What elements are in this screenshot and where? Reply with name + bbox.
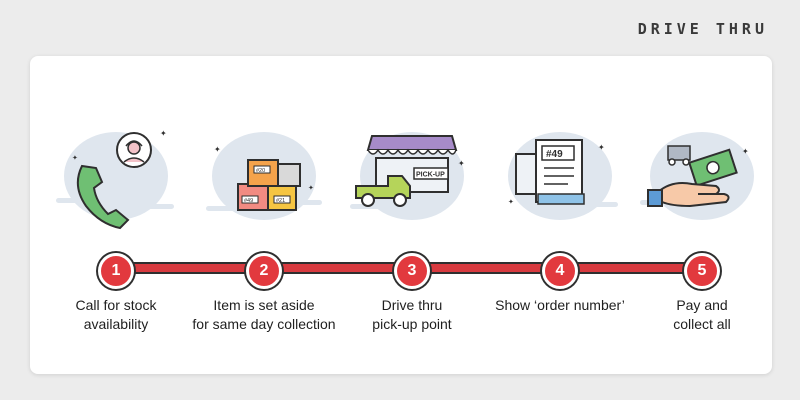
step-3-caption: Drive thru pick-up point [372,297,452,332]
step-3-number: 3 [394,253,430,289]
box-label-2: #49 [244,198,253,204]
svg-text:✦: ✦ [214,145,221,154]
step-2: #20 #49 #21 ✦ ✦ 2 Item is set aside for … [190,56,338,374]
box-label-3: #21 [276,198,285,204]
step-1-caption: Call for stock availability [75,297,157,332]
process-card: ✦ ✦ 1 Call for stock availability #20 [30,56,772,374]
pickup-sign-label: PICK-UP [416,172,445,179]
pickup-store-truck-icon: PICK-UP ✦ [338,106,486,276]
step-1: ✦ ✦ 1 Call for stock availability [42,56,190,374]
order-receipt-icon: #49 ✦ ✦ [486,106,634,276]
svg-text:✦: ✦ [458,159,465,168]
step-2-number: 2 [246,253,282,289]
step-5-number: 5 [684,253,720,289]
box-label-1: #20 [256,168,265,174]
step-2-caption: Item is set aside for same day collectio… [192,297,336,332]
step-5: ✦ 5 Pay and collect all [628,56,776,374]
page-heading: DRIVE THRU [637,20,768,38]
svg-text:✦: ✦ [742,147,749,156]
svg-text:✦: ✦ [308,184,314,192]
order-number-label: #49 [546,149,563,160]
svg-text:✦: ✦ [508,198,514,206]
phone-support-icon: ✦ ✦ [42,106,190,276]
step-4: #49 ✦ ✦ 4 Show ‘order number’ [486,56,634,374]
cash-payment-icon: ✦ [628,106,776,276]
step-3: PICK-UP ✦ 3 Drive thru pick-up point [338,56,486,374]
step-4-caption: Show ‘order number’ [495,297,625,313]
svg-text:✦: ✦ [160,129,167,138]
svg-text:✦: ✦ [598,143,605,152]
step-1-number: 1 [98,253,134,289]
step-4-number: 4 [542,253,578,289]
boxes-icon: #20 #49 #21 ✦ ✦ [190,106,338,276]
svg-text:✦: ✦ [72,154,78,162]
step-5-caption: Pay and collect all [673,297,731,332]
